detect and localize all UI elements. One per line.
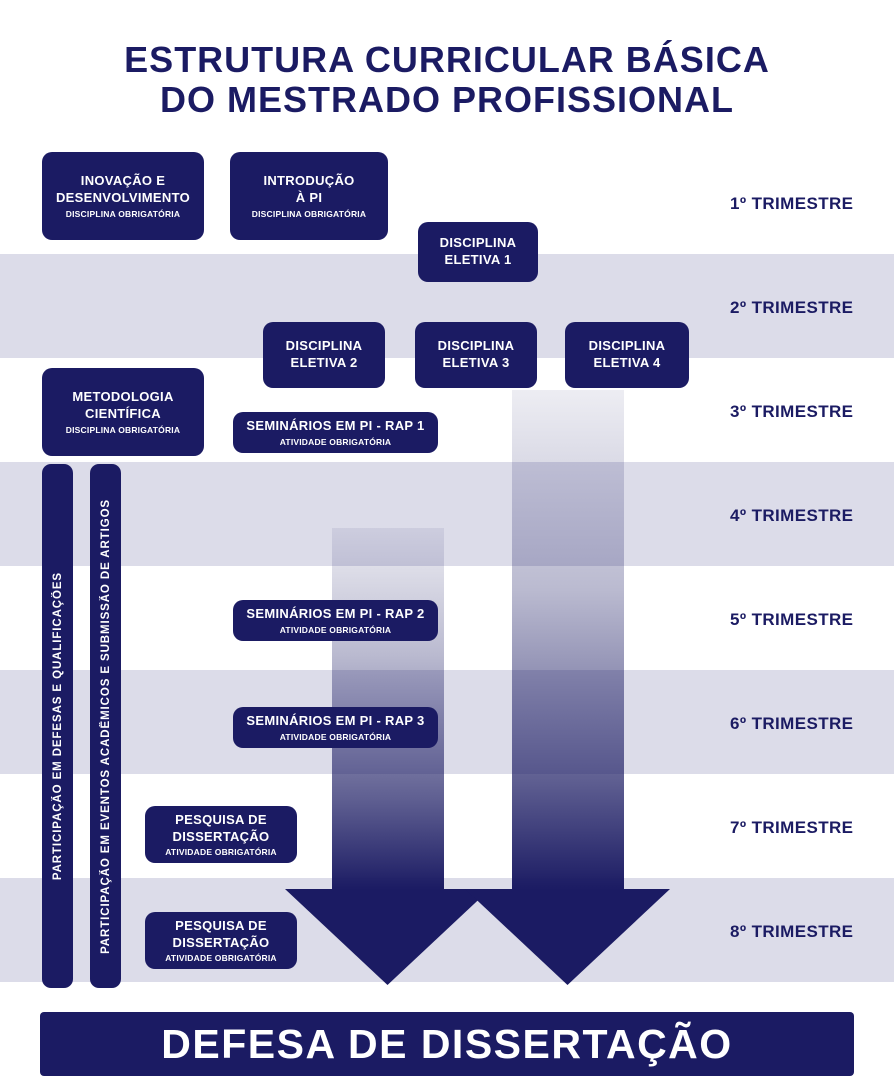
activity-box-pesquisa-7: PESQUISA DE DISSERTAÇÃO ATIVIDADE OBRIGA… [145,806,297,863]
course-title: DISCIPLINA ELETIVA 1 [439,235,517,267]
course-title: DISCIPLINA ELETIVA 2 [285,338,363,370]
activity-box-rap-2: SEMINÁRIOS EM PI - RAP 2 ATIVIDADE OBRIG… [233,600,438,641]
course-subtitle: DISCIPLINA OBRIGATÓRIA [65,208,181,219]
course-subtitle: ATIVIDADE OBRIGATÓRIA [279,436,392,447]
page-title-line2: DO MESTRADO PROFISSIONAL [159,79,735,121]
course-title: INTRODUÇÃO À PI [263,173,355,205]
course-box-metodologia: METODOLOGIA CIENTÍFICA DISCIPLINA OBRIGA… [42,368,204,456]
trimester-label-1: 1º TRIMESTRE [730,194,854,213]
page-title: ESTRUTURA CURRICULAR BÁSICA DO MESTRADO … [0,39,894,121]
course-box-eletiva-3: DISCIPLINA ELETIVA 3 [415,322,537,388]
course-subtitle: ATIVIDADE OBRIGATÓRIA [165,953,277,964]
trimester-band-4 [0,462,894,566]
course-subtitle: ATIVIDADE OBRIGATÓRIA [279,624,392,635]
course-subtitle: ATIVIDADE OBRIGATÓRIA [165,847,277,858]
course-title: DISCIPLINA ELETIVA 4 [588,338,666,370]
course-subtitle: ATIVIDADE OBRIGATÓRIA [279,731,392,742]
course-title: SEMINÁRIOS EM PI - RAP 2 [246,606,425,622]
course-subtitle: DISCIPLINA OBRIGATÓRIA [65,424,181,435]
course-title: SEMINÁRIOS EM PI - RAP 1 [246,418,425,434]
page-title-line1: ESTRUTURA CURRICULAR BÁSICA [124,39,770,80]
activity-box-rap-3: SEMINÁRIOS EM PI - RAP 3 ATIVIDADE OBRIG… [233,707,438,748]
trimester-label-6: 6º TRIMESTRE [730,714,854,733]
course-box-eletiva-2: DISCIPLINA ELETIVA 2 [263,322,385,388]
trimester-label-8: 8º TRIMESTRE [730,922,854,941]
activity-box-rap-1: SEMINÁRIOS EM PI - RAP 1 ATIVIDADE OBRIG… [233,412,438,453]
trimester-label-2: 2º TRIMESTRE [730,298,854,317]
course-subtitle: DISCIPLINA OBRIGATÓRIA [251,208,367,219]
course-title: PESQUISA DE DISSERTAÇÃO [172,917,270,950]
course-title: DISCIPLINA ELETIVA 3 [437,338,515,370]
course-box-introducao-pi: INTRODUÇÃO À PI DISCIPLINA OBRIGATÓRIA [230,152,388,240]
footer-label: DEFESA DE DISSERTAÇÃO [161,1020,733,1067]
trimester-band-6 [0,670,894,774]
course-box-inovacao: INOVAÇÃO E DESENVOLVIMENTO DISCIPLINA OB… [42,152,204,240]
activity-box-pesquisa-8: PESQUISA DE DISSERTAÇÃO ATIVIDADE OBRIGA… [145,912,297,969]
trimester-label-7: 7º TRIMESTRE [730,818,854,837]
trimester-label-3: 3º TRIMESTRE [730,402,854,421]
course-title: SEMINÁRIOS EM PI - RAP 3 [246,713,425,729]
sidebar-participacao-eventos-label: PARTICIPAÇÃO EM EVENTOS ACADÊMICOS E SUB… [99,498,112,954]
course-title: METODOLOGIA CIENTÍFICA [72,389,174,421]
sidebar-participacao-defesas: PARTICIPAÇÃO EM DEFESAS E QUALIFICAÇÕES [42,464,73,988]
sidebar-participacao-eventos: PARTICIPAÇÃO EM EVENTOS ACADÊMICOS E SUB… [90,464,121,988]
trimester-band-5 [0,566,894,670]
course-title: INOVAÇÃO E DESENVOLVIMENTO [55,173,191,205]
footer-defesa-dissertacao: DEFESA DE DISSERTAÇÃO [40,1012,854,1076]
course-title: PESQUISA DE DISSERTAÇÃO [172,811,270,844]
trimester-label-5: 5º TRIMESTRE [730,610,854,629]
course-box-eletiva-1: DISCIPLINA ELETIVA 1 [418,222,538,282]
flow-arrow-right-shaft [512,390,624,890]
trimester-label-4: 4º TRIMESTRE [730,506,854,525]
course-box-eletiva-4: DISCIPLINA ELETIVA 4 [565,322,689,388]
sidebar-participacao-defesas-label: PARTICIPAÇÃO EM DEFESAS E QUALIFICAÇÕES [51,571,64,881]
